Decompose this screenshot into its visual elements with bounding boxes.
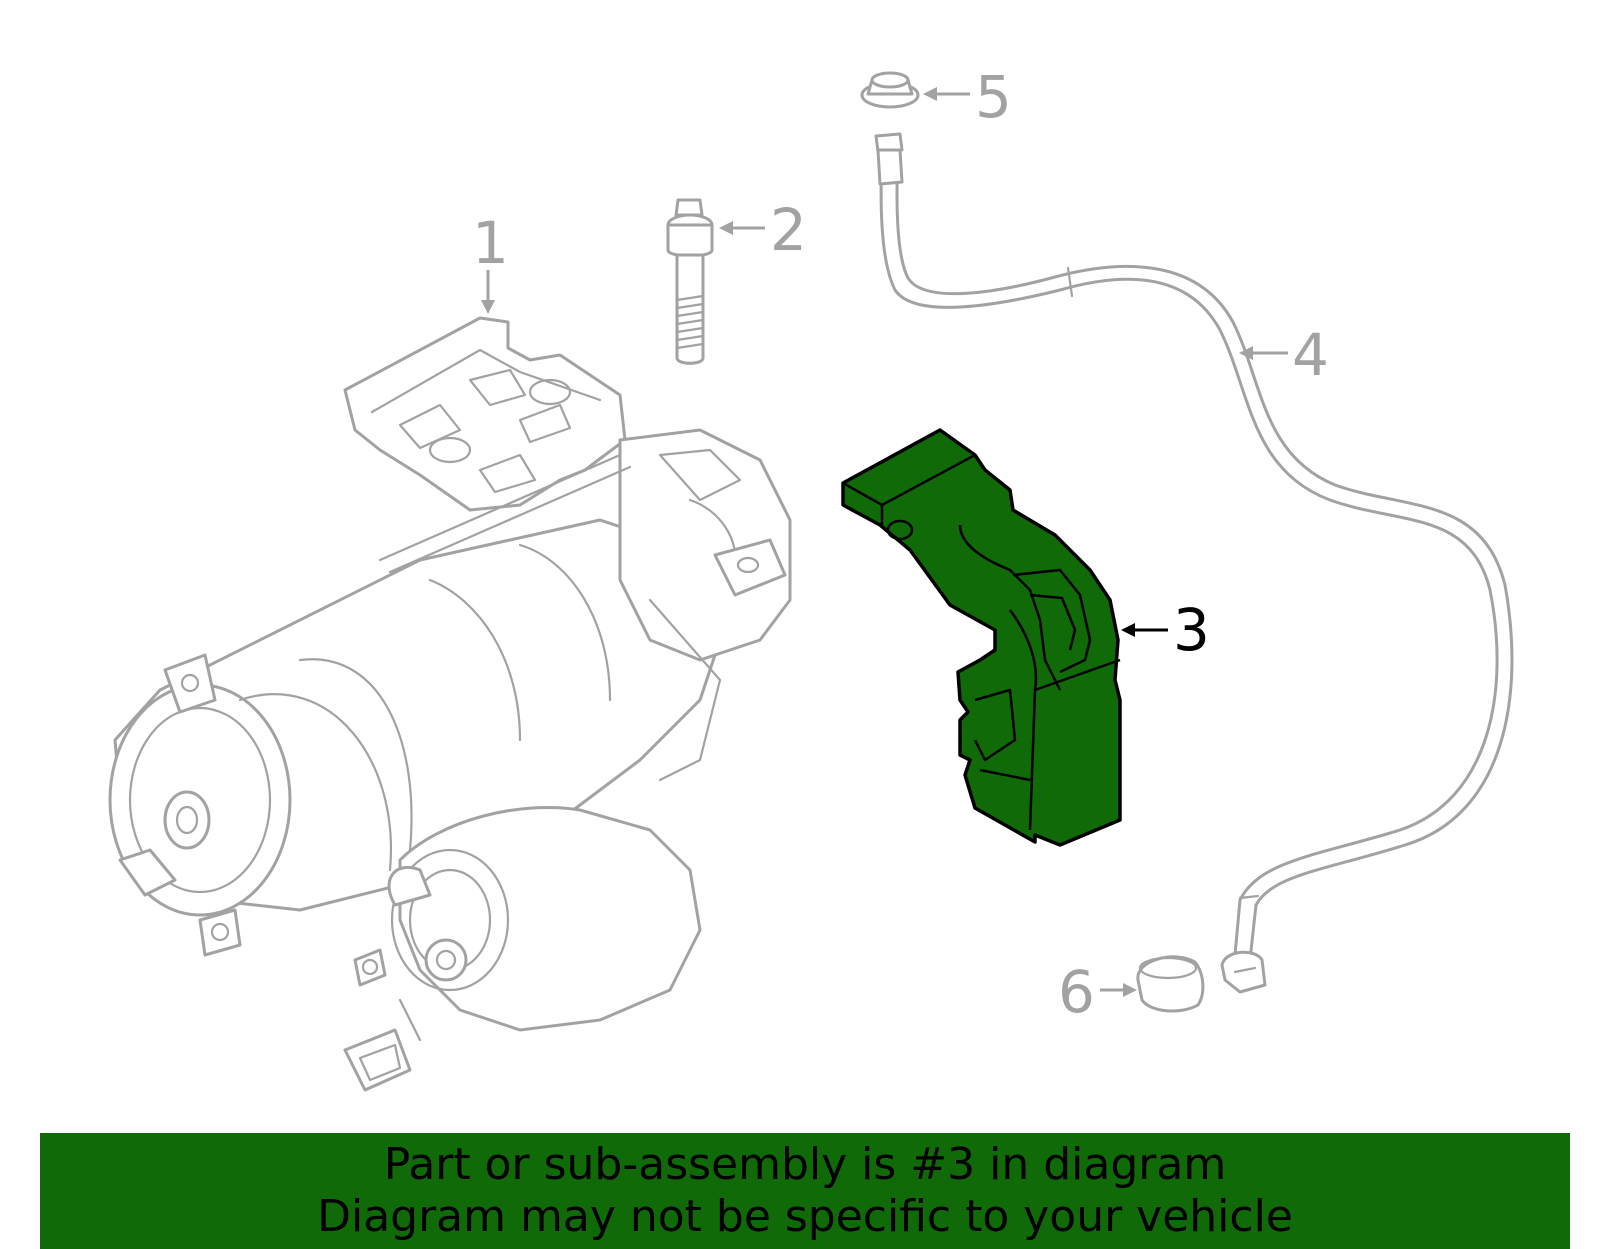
info-banner: Part or sub-assembly is #3 in diagram Di… [40, 1133, 1570, 1249]
part-3-bracket-highlighted[interactable] [841, 428, 1122, 847]
part-4-cable [874, 132, 1514, 994]
part-6-cap [1136, 955, 1205, 1013]
callout-2[interactable]: 2 [770, 196, 807, 264]
callout-1[interactable]: 1 [472, 209, 509, 277]
callout-3[interactable]: 3 [1173, 596, 1210, 664]
banner-line-2: Diagram may not be specific to your vehi… [317, 1191, 1293, 1242]
part-1-starter-motor [108, 316, 792, 1092]
banner-line-1: Part or sub-assembly is #3 in diagram [383, 1139, 1227, 1190]
callout-arrows [481, 87, 1288, 997]
part-2-bolt [666, 198, 714, 365]
callout-5[interactable]: 5 [975, 63, 1012, 131]
callout-4[interactable]: 4 [1292, 321, 1329, 389]
part-5-nut [860, 71, 920, 109]
callout-6[interactable]: 6 [1058, 958, 1095, 1026]
